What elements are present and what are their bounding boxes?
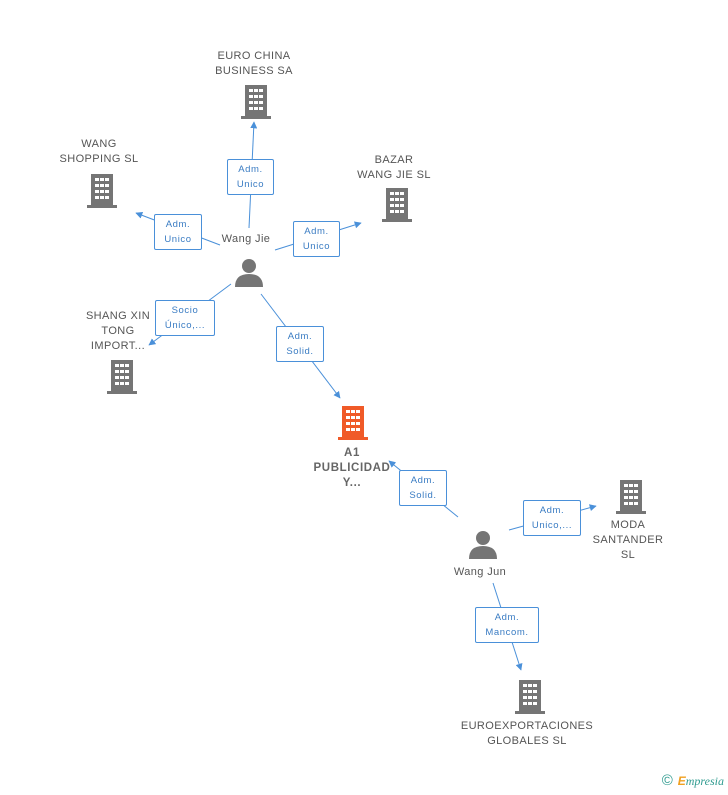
relation-line: Adm.	[410, 475, 436, 486]
label-line: Y...	[342, 477, 362, 489]
label-line: BAZAR	[374, 154, 414, 166]
relation-line: Único,...	[164, 320, 206, 331]
relation-line: Unico	[164, 234, 192, 245]
label-line: SANTANDER	[592, 534, 664, 546]
brand-initial: E	[677, 774, 686, 788]
relation-line: Unico,...	[531, 520, 573, 531]
relation-line: Socio	[171, 305, 199, 316]
relation-line: Adm.	[304, 226, 329, 237]
relation-box-adm-unico[interactable]: Adm. Unico	[154, 214, 202, 250]
node-euro-china-label[interactable]: EURO CHINA BUSINESS SA	[215, 49, 293, 79]
person-icon[interactable]	[468, 530, 498, 559]
relation-line: Solid.	[286, 346, 314, 357]
relation-line: Adm.	[287, 331, 313, 342]
node-wang-shopping-label[interactable]: WANG SHOPPING SL	[60, 137, 139, 167]
label-line: SL	[620, 549, 636, 561]
relation-line: Adm.	[494, 612, 520, 623]
node-moda-label[interactable]: MODA SANTANDER SL	[593, 518, 664, 563]
relation-line: Unico	[236, 179, 265, 190]
label-line: BUSINESS SA	[215, 65, 293, 77]
brand-name: mpresia	[685, 774, 724, 788]
label-line: WANG	[81, 138, 117, 150]
building-icon[interactable]	[515, 680, 545, 714]
label-line: Wang Jie	[221, 233, 271, 245]
copyright-icon: ©	[661, 772, 673, 789]
node-bazar-label[interactable]: BAZAR WANG JIE SL	[357, 153, 431, 183]
relation-box-socio-unico[interactable]: Socio Único,...	[155, 300, 215, 336]
building-icon[interactable]	[241, 85, 271, 119]
building-icon[interactable]	[87, 174, 117, 208]
relation-box-adm-unico[interactable]: Adm. Unico,...	[523, 500, 581, 536]
relation-box-adm-unico[interactable]: Adm. Unico	[227, 159, 274, 195]
building-icon[interactable]	[616, 480, 646, 514]
label-line: Wang Jun	[453, 566, 507, 578]
label-line: EUROEXPORTACIONES	[460, 720, 594, 732]
label-line: A1	[344, 447, 360, 459]
relation-line: Adm.	[238, 164, 263, 175]
label-line: PUBLICIDAD	[313, 462, 391, 474]
empresia-watermark: © Empresia	[662, 772, 724, 789]
person-icon[interactable]	[234, 258, 264, 287]
label-line: IMPORT...	[90, 340, 146, 352]
label-line: GLOBALES SL	[487, 735, 567, 747]
node-wang-jun-label[interactable]: Wang Jun	[454, 565, 506, 580]
label-line: SHANG XIN	[85, 310, 151, 322]
label-line: SHOPPING SL	[59, 153, 139, 165]
label-line: MODA	[610, 519, 646, 531]
building-icon[interactable]	[338, 406, 368, 440]
node-a1-label[interactable]: A1 PUBLICIDAD Y...	[314, 446, 391, 491]
relation-box-adm-mancom[interactable]: Adm. Mancom.	[475, 607, 539, 643]
building-icon[interactable]	[107, 360, 137, 394]
node-wang-jie-label[interactable]: Wang Jie	[222, 232, 271, 247]
relation-box-adm-unico[interactable]: Adm. Unico	[293, 221, 340, 257]
node-shang-xin-label[interactable]: SHANG XIN TONG IMPORT...	[86, 309, 150, 354]
building-icon[interactable]	[382, 188, 412, 222]
relation-line: Unico	[302, 241, 331, 252]
label-line: TONG	[101, 325, 135, 337]
relation-line: Solid.	[409, 490, 437, 501]
relation-box-adm-solid[interactable]: Adm. Solid.	[399, 470, 447, 506]
label-line: WANG JIE SL	[357, 169, 431, 181]
relation-box-adm-solid[interactable]: Adm. Solid.	[276, 326, 324, 362]
relation-line: Adm.	[539, 505, 565, 516]
relation-line: Adm.	[165, 219, 191, 230]
node-euroexport-label[interactable]: EUROEXPORTACIONES GLOBALES SL	[461, 719, 593, 749]
label-line: EURO CHINA	[217, 50, 291, 62]
relation-line: Mancom.	[485, 627, 529, 638]
